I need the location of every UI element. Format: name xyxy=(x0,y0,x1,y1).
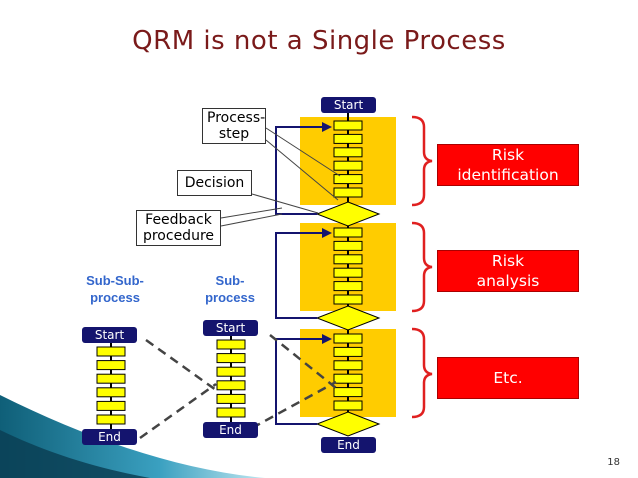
sub-process-step xyxy=(216,393,246,404)
sub-end-pill: End xyxy=(203,422,258,438)
sub-sub-process-label: Sub-Sub- process xyxy=(86,273,144,305)
subsub-process-step xyxy=(96,414,126,425)
decision-diamond-3 xyxy=(315,411,381,437)
main-process-step xyxy=(333,147,363,158)
callout-feedback-procedure: Feedback procedure xyxy=(136,210,221,246)
main-process-step xyxy=(333,387,363,398)
slide-title: QRM is not a Single Process xyxy=(132,26,506,56)
main-process-step xyxy=(333,360,363,371)
page-number: 18 xyxy=(607,457,620,468)
feedback-loop-3 xyxy=(275,334,332,425)
main-process-step xyxy=(333,174,363,185)
sub-process-step xyxy=(216,339,246,350)
main-process-step xyxy=(333,267,363,278)
main-process-step xyxy=(333,133,363,144)
main-process-step xyxy=(333,160,363,171)
decision-diamond-2 xyxy=(315,305,381,331)
main-process-step xyxy=(333,254,363,265)
decision-diamond-1 xyxy=(315,201,381,227)
main-start-pill: Start xyxy=(321,97,376,113)
phase-box-risk-analysis: Risk analysis xyxy=(437,250,579,292)
phase-brace-2 xyxy=(411,221,433,313)
callout-pointer-feedback xyxy=(220,207,283,219)
zoom-line-upper-sub xyxy=(145,338,217,392)
sub-start-pill: Start xyxy=(203,320,258,336)
subsub-process-step xyxy=(96,360,126,371)
main-process-step xyxy=(333,400,363,411)
sub-process-step xyxy=(216,353,246,364)
main-process-step xyxy=(333,120,363,131)
main-process-step xyxy=(333,240,363,251)
zoom-line-lower-main xyxy=(251,380,337,430)
sub-process-step xyxy=(216,366,246,377)
subsub-process-step xyxy=(96,387,126,398)
main-process-step xyxy=(333,281,363,292)
feedback-loop-2 xyxy=(275,228,332,319)
callout-decision: Decision xyxy=(177,170,252,196)
zoom-line-lower-sub xyxy=(139,382,217,440)
main-process-step xyxy=(333,187,363,198)
main-process-step xyxy=(333,333,363,344)
callout-pointer-decision xyxy=(251,193,319,214)
corner-swoosh-dark xyxy=(0,430,150,478)
subsub-end-pill: End xyxy=(82,429,137,445)
phase-brace-3 xyxy=(411,327,433,419)
subsub-process-step xyxy=(96,346,126,357)
sub-process-step xyxy=(216,380,246,391)
callout-pointer-process-2 xyxy=(265,139,339,201)
phase-box-risk-identification: Risk identification xyxy=(437,144,579,186)
sub-process-step xyxy=(216,407,246,418)
main-process-step xyxy=(333,346,363,357)
phase-brace-1 xyxy=(411,115,433,207)
callout-pointer-feedback-2 xyxy=(220,213,283,227)
subsub-process-step xyxy=(96,400,126,411)
subsub-start-pill: Start xyxy=(82,327,137,343)
feedback-loop-1 xyxy=(275,122,332,215)
main-process-step xyxy=(333,227,363,238)
main-end-pill: End xyxy=(321,437,376,453)
callout-process-step: Process- step xyxy=(202,108,266,144)
main-process-step xyxy=(333,373,363,384)
callout-pointer-process xyxy=(265,127,341,177)
phase-box-etc: Etc. xyxy=(437,357,579,399)
sub-process-label: Sub- process xyxy=(205,273,255,305)
main-process-step xyxy=(333,294,363,305)
subsub-process-step xyxy=(96,373,126,384)
